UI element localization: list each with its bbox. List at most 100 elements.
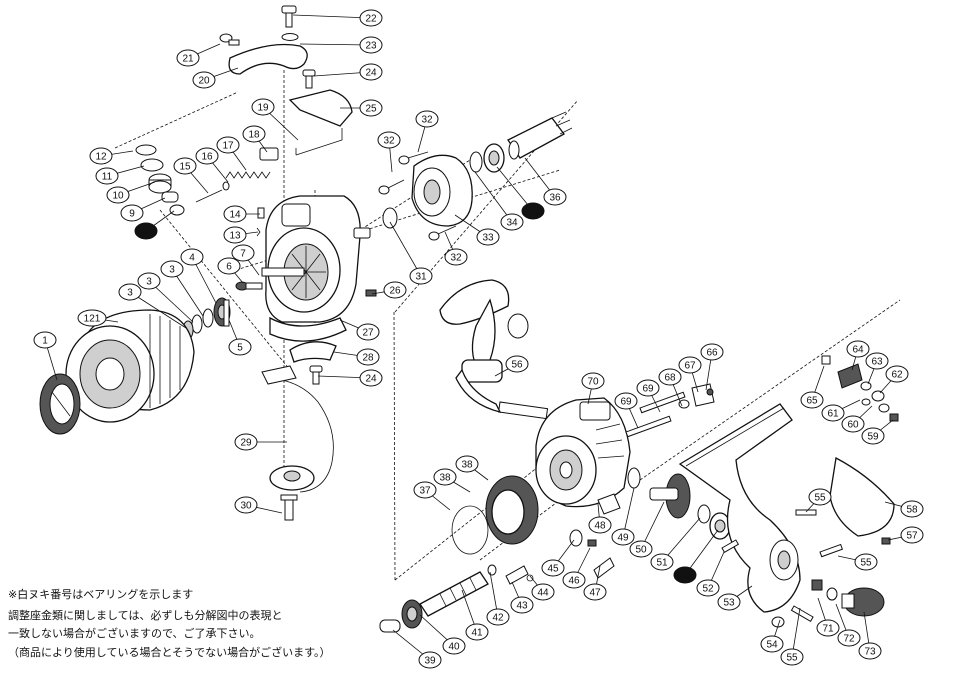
part-35-bearing-b — [709, 512, 731, 540]
part-27-plate — [269, 316, 347, 342]
part-13-spring — [256, 227, 261, 237]
label-number: 38 — [439, 473, 451, 484]
label-number: 31 — [415, 272, 427, 283]
part-19-wire — [295, 128, 343, 156]
label-bubble — [780, 648, 804, 666]
part-label-66: 66 — [700, 343, 724, 361]
label-bubble — [837, 629, 861, 647]
reel-parts-artwork — [39, 5, 901, 633]
part-60-washer — [878, 403, 890, 413]
part-label-23: 23 — [359, 36, 383, 54]
label-number: 18 — [248, 130, 260, 141]
label-number: 16 — [201, 152, 213, 163]
part-label-3: 3 — [137, 272, 161, 290]
part-label-38: 38 — [455, 455, 479, 473]
label-bubble — [465, 623, 489, 641]
label-bubble — [409, 267, 433, 285]
part-65-screw — [821, 355, 831, 365]
label-bubble — [228, 338, 252, 356]
part-1-drag-knob — [39, 373, 81, 435]
part-58-rotor-cover — [829, 456, 895, 537]
label-bubble — [356, 323, 380, 341]
part-73-knob — [841, 587, 885, 617]
part-label-121: 121 — [77, 309, 107, 327]
part-label-11: 11 — [95, 167, 119, 185]
part-59-screw — [889, 413, 899, 422]
label-number: 42 — [492, 613, 504, 624]
part-121-spool — [65, 309, 195, 423]
part-55-screw-b — [819, 543, 844, 558]
label-number: 60 — [847, 420, 859, 431]
label-bubble — [650, 553, 674, 571]
part-62-spring — [871, 390, 885, 402]
part-56-handle — [439, 279, 549, 420]
label-number: 45 — [547, 564, 559, 575]
part-label-12: 12 — [89, 147, 113, 165]
label-number: 26 — [389, 286, 401, 297]
part-28-plate — [289, 341, 337, 363]
part-label-35: 35 — [673, 566, 697, 584]
part-label-70: 70 — [581, 372, 605, 390]
part-6-screw — [235, 281, 263, 291]
part-32-screw-c — [428, 225, 457, 241]
part-71-nut — [811, 579, 823, 591]
note-shim-line2: 一致しない場合がございますので、ご了承下さい。 — [8, 627, 261, 640]
part-label-43: 43 — [510, 596, 534, 614]
label-bubble — [195, 147, 219, 165]
label-number: 69 — [620, 397, 632, 408]
label-number: 34 — [506, 218, 518, 229]
label-number: 69 — [642, 384, 654, 395]
part-7-shaft — [261, 267, 305, 277]
part-55-screw-a — [795, 509, 817, 516]
part-31-collar — [382, 207, 398, 229]
part-57-screw — [881, 537, 891, 545]
label-number: 46 — [568, 576, 580, 587]
label-number: 33 — [482, 233, 494, 244]
label-number: 12 — [95, 152, 107, 163]
label-bubble — [176, 49, 200, 67]
label-number: 54 — [766, 640, 778, 651]
label-bubble — [696, 579, 720, 597]
part-label-48: 48 — [588, 516, 612, 534]
part-label-49: 49 — [611, 528, 635, 546]
part-68-pin — [678, 399, 690, 409]
part-20-bail-arm — [228, 43, 308, 75]
label-bubble — [455, 455, 479, 473]
part-label-16: 16 — [195, 147, 219, 165]
part-17-spring — [225, 171, 271, 179]
part-label-57: 57 — [900, 526, 924, 544]
part-label-46: 46 — [562, 571, 586, 589]
label-number: 29 — [240, 438, 252, 449]
part-39-bush — [379, 619, 401, 633]
label-number: 19 — [257, 103, 269, 114]
label-number: 49 — [617, 533, 629, 544]
part-label-6: 6 — [217, 257, 241, 275]
label-number: 55 — [814, 493, 826, 504]
label-bubble — [673, 566, 697, 584]
part-label-56: 56 — [505, 355, 529, 373]
label-number: 47 — [589, 588, 601, 599]
label-bubble — [216, 136, 240, 154]
part-label-30: 30 — [234, 496, 258, 514]
label-bubble — [541, 559, 565, 577]
label-number: 61 — [827, 409, 839, 420]
part-label-37: 37 — [413, 481, 437, 499]
label-number: 3 — [127, 288, 133, 299]
label-bubble — [800, 391, 824, 409]
label-bubble — [359, 99, 383, 117]
label-number: 15 — [179, 162, 191, 173]
leader-line-35 — [496, 166, 534, 212]
part-label-65: 65 — [800, 391, 824, 409]
part-9-collar — [161, 191, 179, 203]
part-70-body — [535, 397, 631, 508]
label-bubble — [77, 309, 107, 327]
part-22-screw — [281, 5, 297, 28]
label-bubble — [359, 36, 383, 54]
part-label-1: 1 — [33, 331, 57, 349]
part-50-gear — [649, 473, 691, 519]
part-label-69: 69 — [636, 379, 660, 397]
label-number: 63 — [871, 357, 883, 368]
label-bubble — [885, 365, 909, 383]
label-number: 11 — [102, 172, 113, 183]
